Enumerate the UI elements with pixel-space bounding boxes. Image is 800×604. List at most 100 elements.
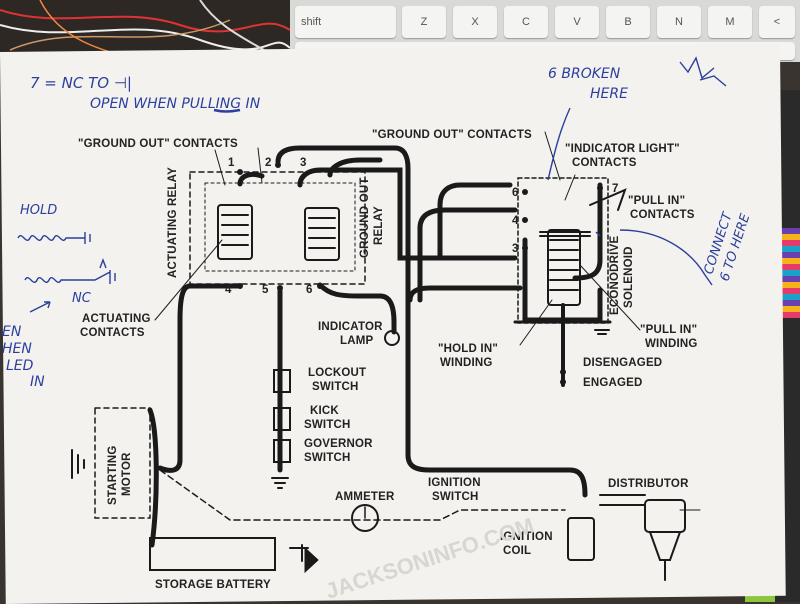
econodrive-label: ECONODRIVE [609, 236, 621, 315]
starting-motor-label-2: MOTOR [121, 452, 133, 496]
key-c: C [504, 6, 548, 38]
battery-ground [304, 546, 319, 574]
handwritten-nc: NC [72, 291, 92, 306]
lockout-switch-symbol [273, 369, 291, 393]
handwritten-side-2: HEN [2, 341, 32, 357]
key-n: N [657, 6, 701, 38]
key-label: < [773, 16, 781, 28]
ground-out-contacts-right-label: "GROUND OUT" CONTACTS [372, 129, 532, 141]
lockout-switch-label: LOCKOUT [308, 367, 366, 379]
key-shift: shift [295, 6, 396, 38]
terminal-2: 2 [265, 157, 272, 169]
handwritten-side-3: LED [6, 358, 34, 374]
terminal-4: 4 [225, 284, 232, 296]
indicator-lamp-label: INDICATOR [318, 321, 383, 333]
key-x: X [453, 6, 497, 38]
cables-art [0, 0, 290, 60]
kick-switch-label: KICK [310, 405, 339, 417]
ignition-coil-symbol [567, 517, 595, 561]
terminal-6: 6 [306, 284, 313, 296]
ignition-switch-label-2: SWITCH [432, 491, 479, 503]
terminal-6b: 6 [512, 187, 519, 199]
governor-switch-label-2: SWITCH [304, 452, 351, 464]
ammeter-label: AMMETER [335, 491, 395, 503]
indicator-lamp-symbol [384, 330, 400, 346]
lockout-switch-label-2: SWITCH [312, 381, 359, 393]
disengaged-label: DISENGAGED [583, 357, 662, 369]
key-label: C [522, 16, 530, 28]
terminal-4b: 4 [512, 215, 519, 227]
ammeter-symbol [351, 504, 379, 532]
ground-symbol [271, 477, 289, 489]
pull-in-winding-label-2: WINDING [645, 338, 698, 350]
storage-battery-label: STORAGE BATTERY [155, 579, 271, 591]
terminal-5: 5 [262, 284, 269, 296]
motor-ground [71, 449, 85, 479]
key-label: Z [420, 16, 428, 28]
terminal-7: 7 [612, 183, 619, 195]
ignition-coil-label: IGNITION [500, 531, 553, 543]
indicator-lamp-label-2: LAMP [340, 335, 374, 347]
handwritten-side-4: IN [30, 374, 45, 390]
inner-relay-box [204, 182, 356, 272]
battery-cable [147, 407, 159, 548]
terminal-3b: 3 [512, 243, 519, 255]
key-comma: < [759, 6, 795, 38]
pull-in-contacts-label-2: CONTACTS [630, 209, 695, 221]
ignition-circuit [159, 469, 566, 521]
key-label: N [675, 16, 683, 28]
kick-switch-symbol [273, 407, 291, 431]
actuating-contacts-label-2: CONTACTS [80, 327, 145, 339]
hold-in-winding-label: "HOLD IN" [438, 343, 498, 355]
indicator-light-label-2: CONTACTS [572, 157, 637, 169]
hold-in-winding-label-2: WINDING [440, 357, 493, 369]
terminal-1: 1 [228, 157, 235, 169]
governor-switch-label: GOVERNOR [304, 438, 373, 450]
distributor-symbol [599, 494, 686, 581]
key-b: B [606, 6, 650, 38]
handwritten-broken: 6 BROKEN [548, 66, 621, 82]
terminal-dots [237, 162, 603, 385]
terminal-3: 3 [300, 157, 307, 169]
governor-switch-symbol [273, 439, 291, 463]
key-label: X [471, 16, 479, 28]
battery-symbol [149, 537, 276, 571]
indicator-light-label: "INDICATOR LIGHT" [565, 143, 680, 155]
pull-in-winding-label: "PULL IN" [640, 324, 697, 336]
key-v: V [555, 6, 599, 38]
econodrive-solenoid [513, 177, 612, 387]
actuating-contacts-label: ACTUATING [82, 313, 151, 325]
starting-motor-box [94, 407, 151, 519]
ground-out-relay-label: GROUND OUT [359, 177, 371, 258]
kick-switch-label-2: SWITCH [304, 419, 351, 431]
key-label: V [573, 16, 581, 28]
actuating-relay-box [189, 171, 366, 285]
actuating-relay-label: ACTUATING RELAY [167, 167, 179, 278]
handwritten-note-open: OPEN WHEN PULLING IN [90, 96, 261, 112]
handwritten-note-nc: 7 = NC TO ⊣| [30, 74, 132, 92]
starting-motor-label: STARTING [107, 445, 119, 505]
main-wires [157, 145, 603, 498]
handwritten-side-1: EN [2, 324, 22, 340]
ground-out-relay-label-2: RELAY [373, 206, 385, 245]
distributor-label: DISTRIBUTOR [608, 478, 689, 490]
ground-out-coil [304, 207, 340, 261]
econodrive-label-2: SOLENOID [623, 246, 635, 308]
key-label: B [624, 16, 632, 28]
key-m: M [708, 6, 752, 38]
key-z: Z [402, 6, 446, 38]
pull-in-contact-arrow [589, 188, 627, 211]
handwritten-sketches [17, 56, 727, 313]
ground-out-contacts-left-label: "GROUND OUT" CONTACTS [78, 138, 238, 150]
ignition-switch-label: IGNITION [428, 477, 481, 489]
key-label: M [725, 16, 735, 28]
handwritten-hold: HOLD [20, 203, 57, 218]
engaged-label: ENGAGED [583, 377, 643, 389]
key-label: shift [301, 16, 322, 28]
pull-in-contacts-label: "PULL IN" [628, 195, 685, 207]
terminal-numbers: 1 2 3 4 5 6 6 4 3 7 [225, 157, 619, 296]
label-leaders [154, 131, 701, 511]
ignition-coil-label-2: COIL [503, 545, 531, 557]
handwritten-broken-2: HERE [590, 86, 628, 102]
